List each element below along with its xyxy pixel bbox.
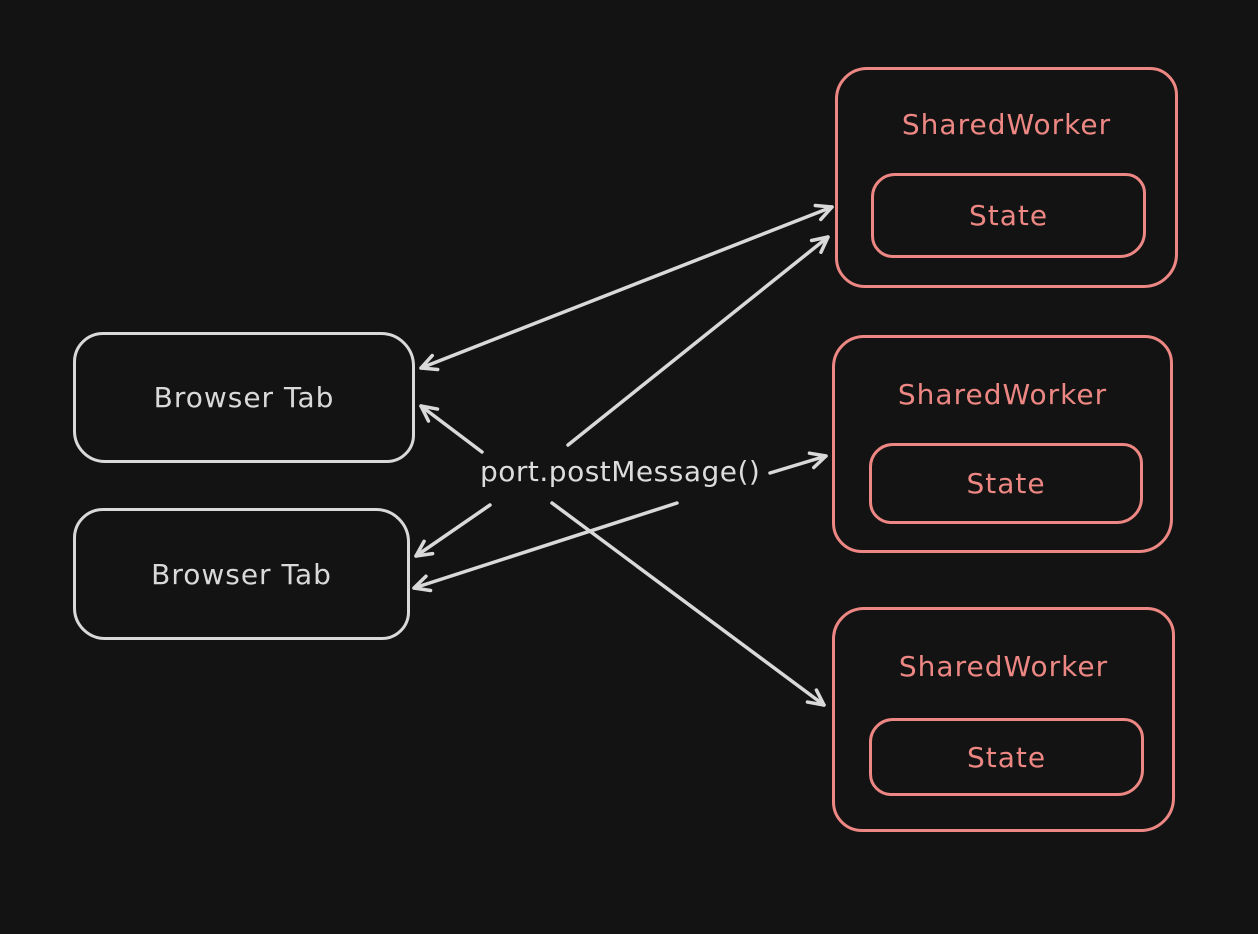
- edge-label-to-tab2-long: [412, 501, 679, 593]
- port-postmessage-label: port.postMessage(): [480, 455, 761, 488]
- shared-worker-3-state-label: State: [966, 740, 1047, 774]
- edge-label-to-tab1: [419, 404, 484, 454]
- edge-label-to-worker3: [550, 501, 826, 707]
- shared-worker-2-box: SharedWorker State: [832, 335, 1173, 553]
- browser-tab-1-label: Browser Tab: [153, 381, 335, 414]
- shared-worker-1-state-box: State: [871, 173, 1146, 258]
- browser-tab-2-box: Browser Tab: [73, 508, 410, 640]
- browser-tab-1-box: Browser Tab: [73, 332, 415, 463]
- edge-label-to-worker2: [768, 451, 828, 475]
- shared-worker-3-label: SharedWorker: [898, 650, 1109, 683]
- edge-label-to-worker1: [566, 235, 830, 447]
- shared-worker-2-label: SharedWorker: [897, 378, 1108, 411]
- edge-tab1-worker1-bidirectional: [419, 203, 834, 372]
- shared-worker-3-state-box: State: [869, 718, 1144, 796]
- browser-tab-2-label: Browser Tab: [151, 557, 332, 591]
- shared-worker-3-box: SharedWorker State: [832, 607, 1175, 832]
- shared-worker-1-box: SharedWorker State: [835, 67, 1178, 288]
- shared-worker-1-label: SharedWorker: [901, 108, 1112, 141]
- shared-worker-2-state-label: State: [966, 467, 1046, 500]
- shared-worker-1-state-label: State: [968, 199, 1049, 232]
- edge-label-to-tab2-short: [414, 503, 492, 558]
- shared-worker-2-state-box: State: [869, 443, 1143, 524]
